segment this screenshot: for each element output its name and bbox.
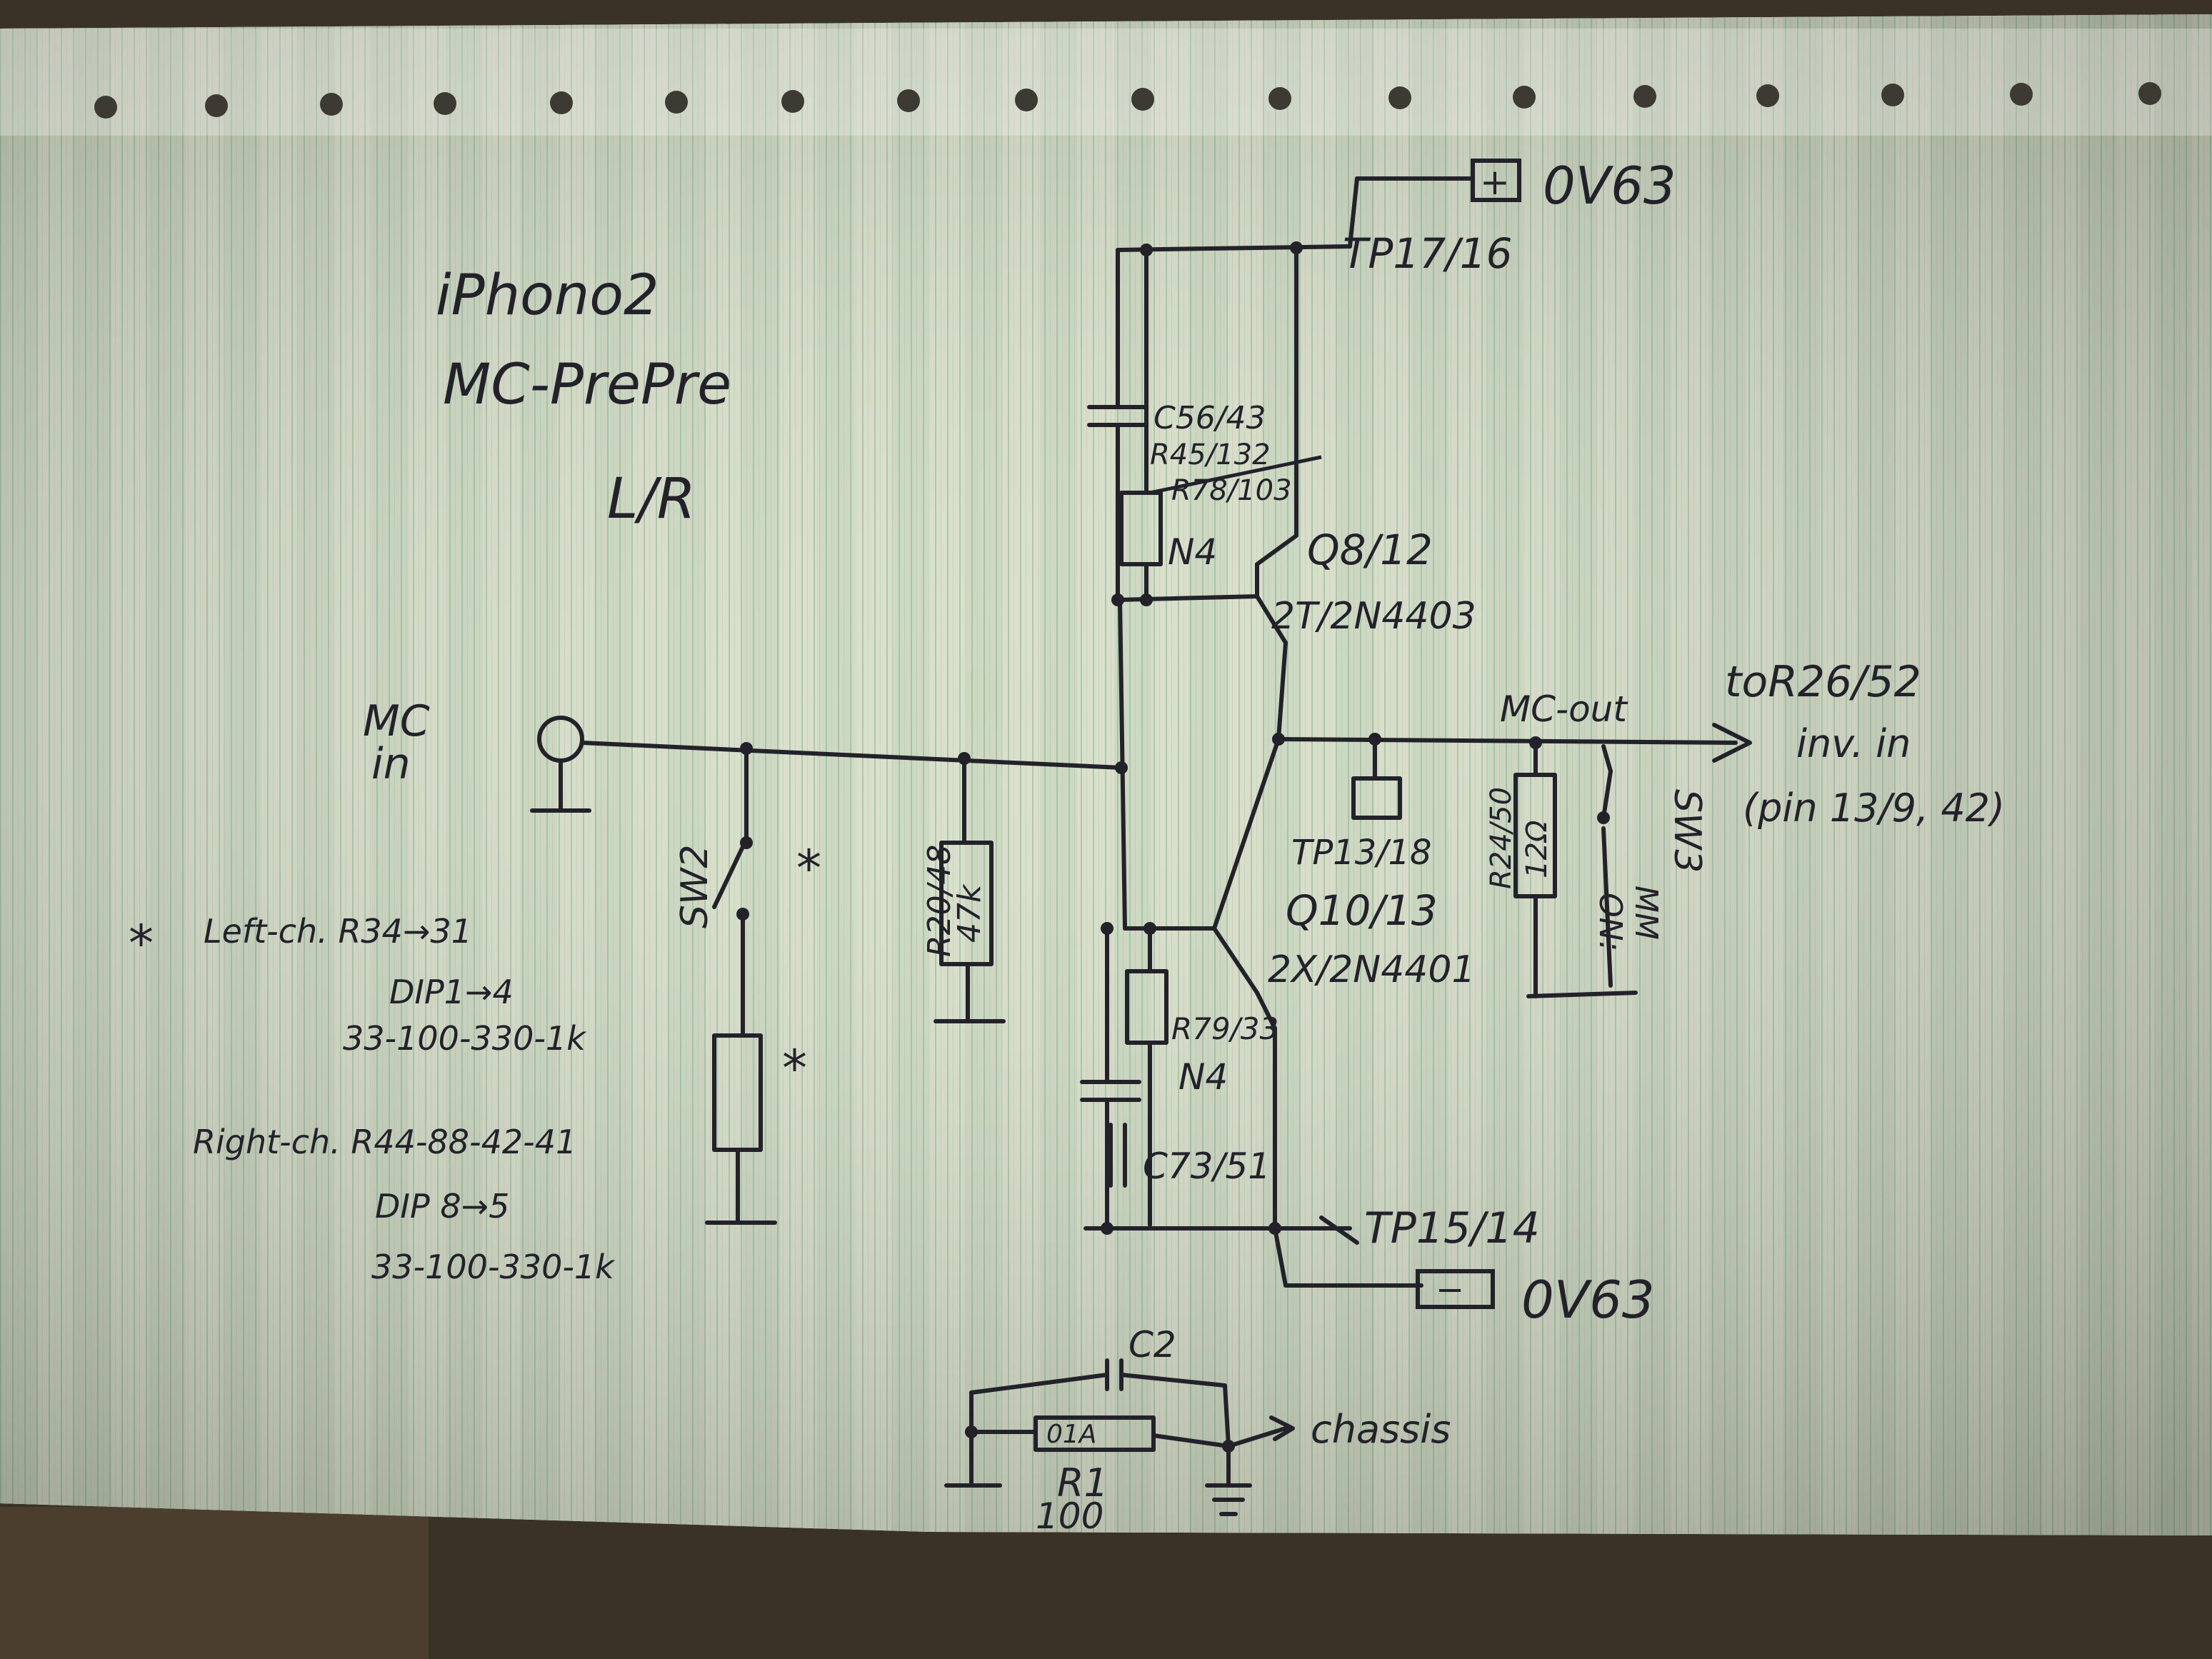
inv-in-label: inv. in bbox=[1796, 721, 1911, 766]
r45-resistor bbox=[1119, 491, 1163, 566]
sw3-label: SW3 bbox=[1666, 789, 1708, 873]
r78-struck-label: R78/103 bbox=[1171, 474, 1292, 507]
chassis-label: chassis bbox=[1311, 1407, 1451, 1452]
r1-label: R1 bbox=[1057, 1460, 1108, 1505]
input-label-mc: MC bbox=[363, 696, 430, 746]
note-left-2: DIP1→4 bbox=[389, 973, 514, 1011]
mc-out-label: MC-out bbox=[1500, 688, 1628, 730]
sw3-mm-label: MM bbox=[1628, 886, 1664, 940]
sw3-on-label: ON: bbox=[1592, 893, 1628, 951]
note-right-2: DIP 8→5 bbox=[375, 1187, 509, 1226]
r20-label: R20/48 bbox=[921, 845, 958, 957]
note-left-1: Left-ch. R34→31 bbox=[204, 912, 472, 951]
q8-type-label: 2T/2N4403 bbox=[1271, 595, 1476, 638]
star-note: * bbox=[129, 914, 154, 973]
r1-value: 100 bbox=[1036, 1495, 1104, 1537]
sw2-blade bbox=[712, 837, 749, 909]
pins-label: (pin 13/9, 42) bbox=[1743, 786, 2005, 831]
r45-label: R45/132 bbox=[1150, 438, 1271, 471]
r1-box-label: 01A bbox=[1046, 1420, 1096, 1449]
sw2-label: SW2 bbox=[674, 844, 716, 928]
r-bottom-value: N4 bbox=[1178, 1056, 1228, 1098]
paper-sheet bbox=[0, 14, 2212, 1535]
title-line1: iPhono2 bbox=[436, 264, 659, 328]
table-surface bbox=[0, 1507, 429, 1659]
minus-supply-box bbox=[1416, 1269, 1495, 1309]
c56-label: C56/43 bbox=[1153, 400, 1266, 436]
note-left-3: 33-100-330-1k bbox=[343, 1019, 587, 1058]
r20-value: 47k bbox=[951, 883, 988, 943]
tp13-label: TP13/18 bbox=[1291, 833, 1432, 873]
schematic-wiring bbox=[530, 176, 1752, 1516]
plus-symbol: + bbox=[1480, 161, 1510, 203]
plus-supply-label: 0V63 bbox=[1543, 156, 1676, 216]
star-resistor: * bbox=[782, 1039, 807, 1098]
to-label: toR26/52 bbox=[1725, 657, 1921, 707]
minus-symbol: − bbox=[1436, 1270, 1464, 1310]
c2-label: C2 bbox=[1128, 1324, 1176, 1365]
note-right-3: 33-100-330-1k bbox=[371, 1248, 616, 1286]
tp-bottom-label: TP15/14 bbox=[1364, 1203, 1540, 1253]
tp-top-label: TP17/16 bbox=[1343, 229, 1513, 278]
r79-resistor bbox=[1125, 969, 1168, 1045]
q10-label: Q10/13 bbox=[1286, 886, 1438, 935]
title-line3: L/R bbox=[607, 467, 696, 531]
q10-type-label: 2X/2N4401 bbox=[1268, 948, 1476, 991]
junction-dots bbox=[736, 241, 1610, 1453]
perforation-row bbox=[94, 82, 2161, 119]
strike-line bbox=[1149, 455, 1322, 495]
plus-supply-box bbox=[1471, 159, 1521, 202]
input-label-in: in bbox=[371, 739, 411, 789]
title-line2: MC-PrePre bbox=[443, 353, 731, 417]
minus-supply-label: 0V63 bbox=[1521, 1270, 1655, 1330]
q8-label: Q8/12 bbox=[1307, 526, 1433, 574]
note-right-1: Right-ch. R44-88-42-41 bbox=[193, 1123, 576, 1161]
c73-label: C73/51 bbox=[1143, 1146, 1271, 1187]
r-top-value: N4 bbox=[1168, 531, 1217, 573]
r24-label: R24/50 bbox=[1485, 787, 1518, 889]
star-sw2: * bbox=[796, 839, 821, 898]
r79-label: R79/33 bbox=[1171, 1011, 1278, 1046]
r24-value: 12Ω bbox=[1521, 820, 1553, 878]
